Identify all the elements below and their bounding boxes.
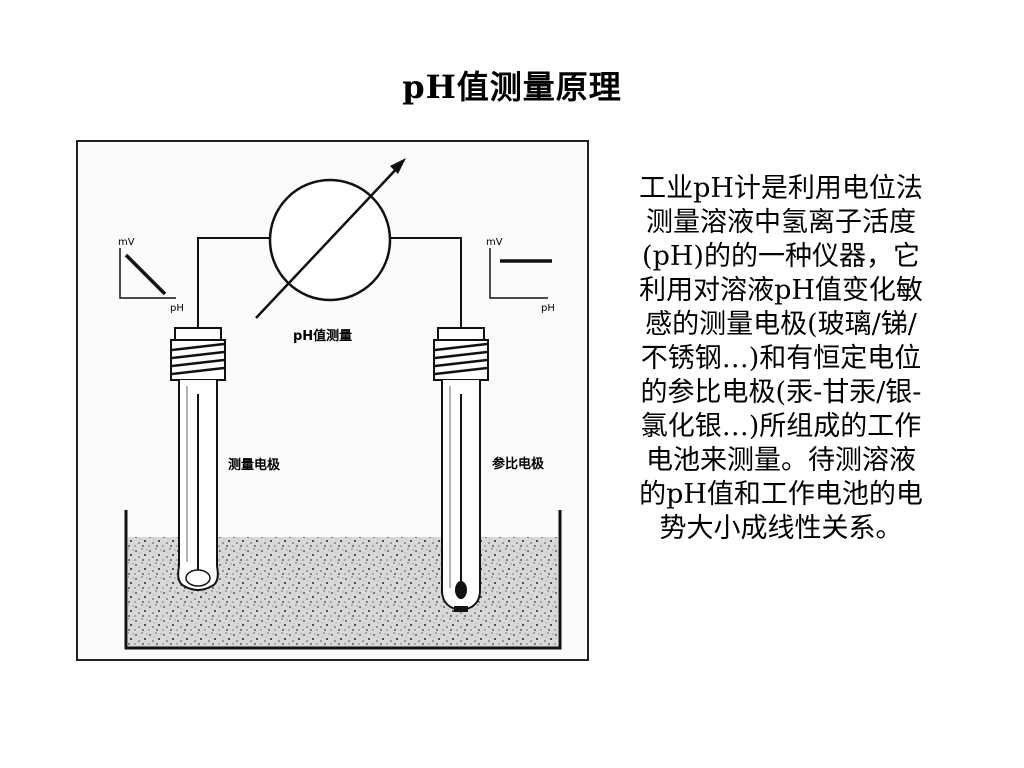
- description-line: 的pH值和工作电池的电: [639, 479, 923, 510]
- right-graph-x-label: pH: [541, 303, 555, 314]
- description-line: 不锈钢…)和有恒定电位: [640, 343, 922, 374]
- meter-label: pH值测量: [293, 328, 352, 344]
- right-mv-ph-graph: [489, 248, 552, 299]
- description-line: 工业pH计是利用电位法: [639, 173, 923, 204]
- description-paragraph: 工业pH计是利用电位法 测量溶液中氢离子活度 (pH)的的一种仪器，它 利用对溶…: [600, 172, 962, 546]
- measuring-electrode: [170, 327, 226, 591]
- description-line: 的参比电极(汞-甘汞/银-: [640, 377, 922, 408]
- description-line: 利用对溶液pH值变化敏: [639, 275, 923, 306]
- left-graph-y-label: mV: [118, 237, 135, 248]
- ph-measurement-diagram: pH值测量 mV pH mV pH: [76, 140, 589, 661]
- right-graph-y-label: mV: [486, 237, 503, 248]
- description-line: 测量溶液中氢离子活度: [646, 207, 916, 238]
- description-line: 氯化银…)所组成的工作: [640, 411, 922, 442]
- diagram-svg: pH值测量 mV pH mV pH: [118, 158, 562, 650]
- slide-title: pH值测量原理: [402, 68, 622, 106]
- reference-electrode: [433, 327, 489, 612]
- description-line: 势大小成线性关系。: [659, 513, 903, 544]
- description-line: 电池来测量。待测溶液: [646, 445, 916, 476]
- wires: [197, 237, 462, 328]
- left-mv-ph-graph: [119, 248, 176, 299]
- left-graph-x-label: pH: [170, 303, 184, 314]
- ph-meter: [255, 158, 406, 319]
- description-line: 感的测量电极(玻璃/锑/: [645, 309, 917, 340]
- description-line: (pH)的的一种仪器，它: [642, 241, 920, 272]
- reference-electrode-label: 参比电极: [492, 456, 545, 472]
- measuring-electrode-label: 测量电极: [228, 457, 281, 473]
